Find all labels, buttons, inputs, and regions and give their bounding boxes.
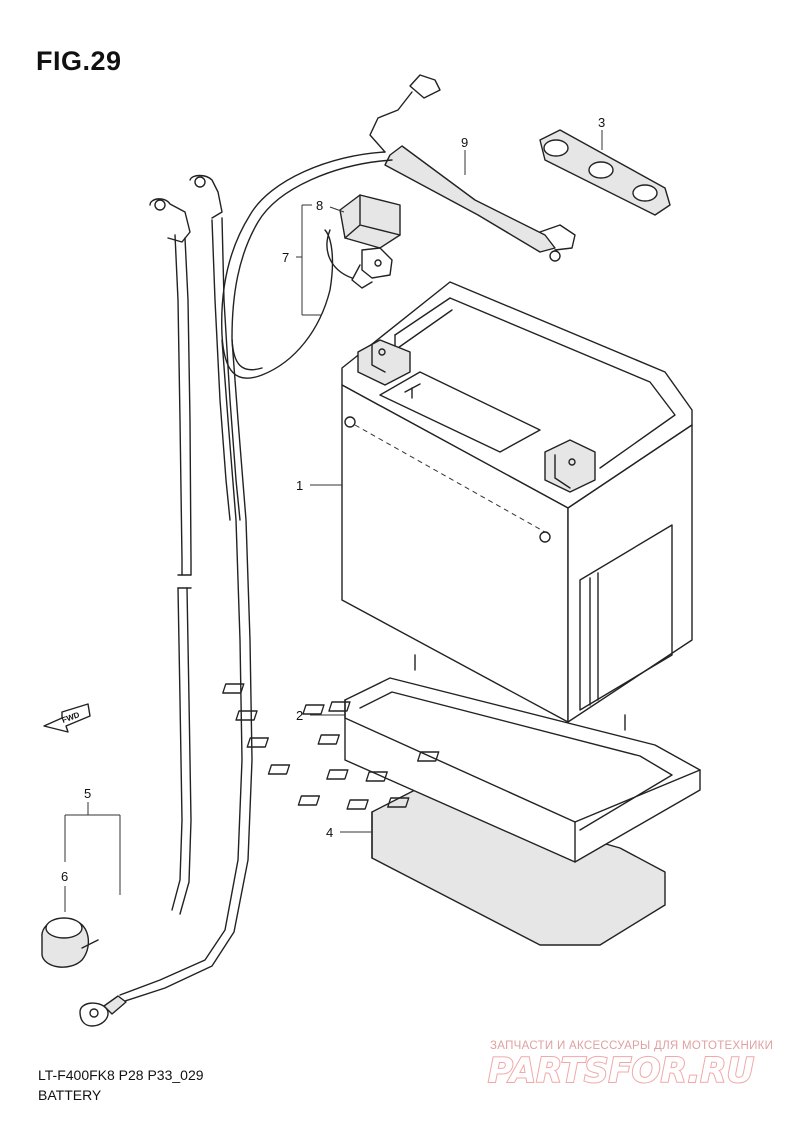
callout-7: 7 <box>282 250 289 265</box>
section-name: BATTERY <box>38 1087 102 1103</box>
battery-tray[interactable] <box>222 654 701 863</box>
callout-6: 6 <box>61 869 68 884</box>
leader-lines <box>64 130 603 912</box>
watermark-tagline: ЗАПЧАСТИ И АКСЕССУАРЫ ДЛЯ МОТОТЕХНИКИ <box>490 1040 774 1052</box>
battery[interactable] <box>341 281 693 723</box>
lead-wire-9[interactable] <box>369 74 576 262</box>
battery-cable-positive[interactable] <box>189 174 241 521</box>
terminal-cap[interactable] <box>41 917 99 968</box>
callout-8: 8 <box>316 198 323 213</box>
watermark-logo: PARTSFOR.RU <box>488 1051 754 1091</box>
callout-9: 9 <box>461 135 468 150</box>
tray-vent-slots <box>222 683 440 810</box>
relay-assembly[interactable] <box>326 194 401 289</box>
callout-1: 1 <box>296 478 303 493</box>
ring-terminal-bottom[interactable] <box>79 995 127 1027</box>
callout-5: 5 <box>84 786 91 801</box>
fwd-arrow-icon: FWD <box>43 703 91 733</box>
battery-cable-negative[interactable] <box>149 198 192 915</box>
callout-2: 2 <box>296 708 303 723</box>
callout-4: 4 <box>326 825 333 840</box>
figure-title: FIG.29 <box>36 46 122 76</box>
terminal-cover-strip[interactable] <box>539 129 671 216</box>
model-code: LT-F400FK8 P28 P33_029 <box>38 1067 204 1083</box>
callout-3: 3 <box>598 115 605 130</box>
callout-labels: 1 2 3 4 5 6 7 8 9 <box>61 115 605 884</box>
harness-wire[interactable] <box>119 151 393 1003</box>
